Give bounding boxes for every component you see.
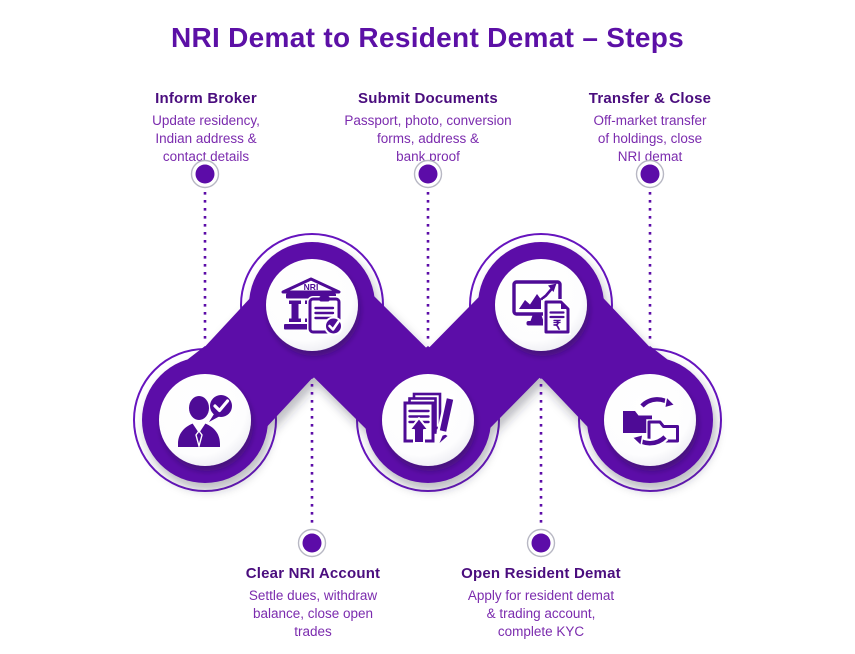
bank-nri-label: NRI <box>304 282 319 292</box>
step-description: Off-market transfer of holdings, close N… <box>593 113 707 164</box>
bank-nri-check-icon: NRI <box>281 277 343 336</box>
step-label-clear-nri-account: Clear NRI Account Settle dues, withdraw … <box>203 565 423 641</box>
spike-up-1 <box>183 346 227 363</box>
rupee-symbol: ₹ <box>553 318 562 333</box>
dotted-connectors <box>203 192 652 526</box>
step-label-open-resident-demat: Open Resident Demat Apply for resident d… <box>426 565 656 641</box>
step-heading: Inform Broker <box>155 90 257 107</box>
step-marker-3 <box>635 159 665 189</box>
step-label-transfer-close: Transfer & Close Off-market transfer of … <box>540 90 760 166</box>
spike-up-3 <box>628 346 672 363</box>
spike-down-1 <box>290 362 334 379</box>
step-marker-2 <box>413 159 443 189</box>
monitor-chart-rupee-icon: ₹ <box>512 280 571 335</box>
step-description: Passport, photo, conversion forms, addre… <box>344 113 512 164</box>
step-label-submit-documents: Submit Documents Passport, photo, conver… <box>318 90 538 166</box>
step-label-inform-broker: Inform Broker Update residency, Indian a… <box>96 90 316 166</box>
spike-down-2 <box>519 362 563 379</box>
step-heading: Transfer & Close <box>588 90 712 107</box>
step-marker-5 <box>526 528 556 558</box>
spike-up-2 <box>406 346 450 363</box>
documents-pen-icon <box>403 392 456 444</box>
step-description: Update residency, Indian address & conta… <box>152 113 260 164</box>
step-heading: Open Resident Demat <box>461 565 621 582</box>
step-heading: Submit Documents <box>358 90 498 107</box>
step-marker-1 <box>190 159 220 189</box>
step-heading: Clear NRI Account <box>245 565 381 582</box>
folders-transfer-icon <box>623 394 681 448</box>
step-marker-4 <box>297 528 327 558</box>
step-description: Settle dues, withdraw balance, close ope… <box>248 588 378 639</box>
page-title: NRI Demat to Resident Demat – Steps <box>170 22 685 53</box>
step-circle-1 <box>159 374 251 466</box>
step-description: Apply for resident demat & trading accou… <box>467 588 615 639</box>
step-markers <box>190 159 665 558</box>
person-check-icon <box>178 395 232 449</box>
